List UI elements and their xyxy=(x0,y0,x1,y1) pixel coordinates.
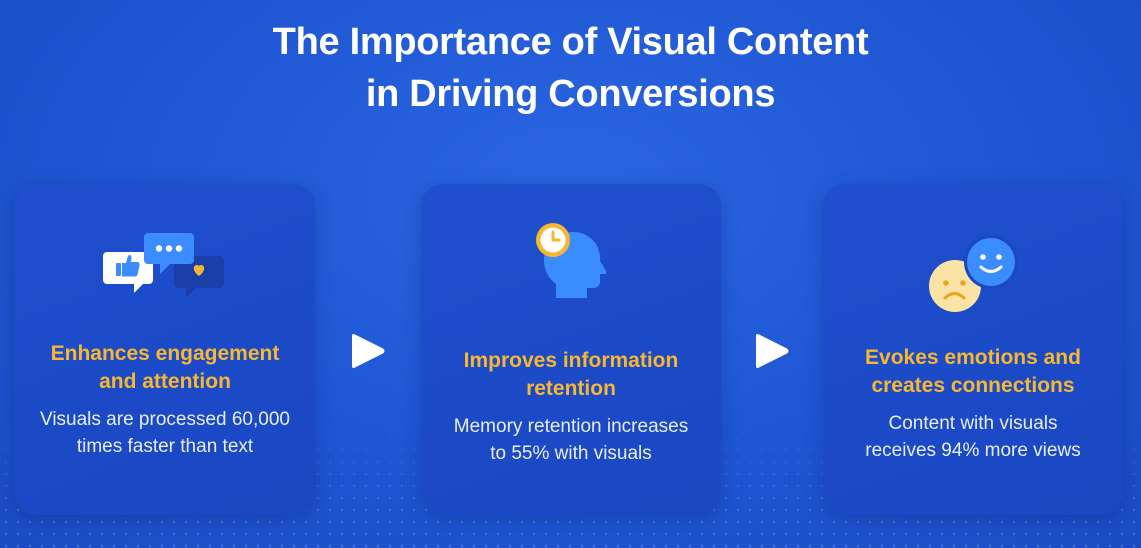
card-heading: Improves information retention xyxy=(431,347,711,403)
emoji-faces-icon xyxy=(929,235,1018,312)
card-heading-line-2: retention xyxy=(526,377,616,400)
card-description-line-2: times faster than text xyxy=(76,436,254,457)
card-description: Content with visuals receives 94% more v… xyxy=(833,410,1113,464)
card-engagement: Enhances engagement and attention Visual… xyxy=(15,184,315,515)
card-heading-line-2: creates connections xyxy=(871,374,1075,397)
page-title-line-1: The Importance of Visual Content xyxy=(272,21,869,63)
card-description-line-1: Visuals are processed 60,000 xyxy=(40,409,290,430)
card-description: Visuals are processed 60,000 times faste… xyxy=(25,406,305,460)
card-heading-line-1: Evokes emotions and xyxy=(865,346,1081,369)
card-description-line-1: Content with visuals xyxy=(888,413,1058,434)
card-emotions: Evokes emotions and creates connections … xyxy=(823,184,1123,515)
card-description-line-2: to 55% with visuals xyxy=(490,443,652,464)
page-title: The Importance of Visual Content in Driv… xyxy=(0,16,1141,120)
card-description-line-2: receives 94% more views xyxy=(865,440,1081,461)
head-clock-icon xyxy=(536,223,607,298)
play-arrow-icon xyxy=(352,334,385,368)
card-retention: Improves information retention Memory re… xyxy=(421,184,721,515)
card-description: Memory retention increases to 55% with v… xyxy=(431,413,711,467)
page-title-line-2: in Driving Conversions xyxy=(365,73,776,115)
card-heading: Enhances engagement and attention xyxy=(25,340,305,396)
card-heading-line-2: and attention xyxy=(99,370,231,393)
card-heading-line-1: Improves information xyxy=(463,349,679,372)
card-heading-line-1: Enhances engagement xyxy=(50,342,280,365)
chat-bubbles-icon xyxy=(103,233,224,298)
play-arrow-icon xyxy=(756,334,789,368)
card-heading: Evokes emotions and creates connections xyxy=(833,344,1113,400)
card-description-line-1: Memory retention increases xyxy=(453,416,689,437)
